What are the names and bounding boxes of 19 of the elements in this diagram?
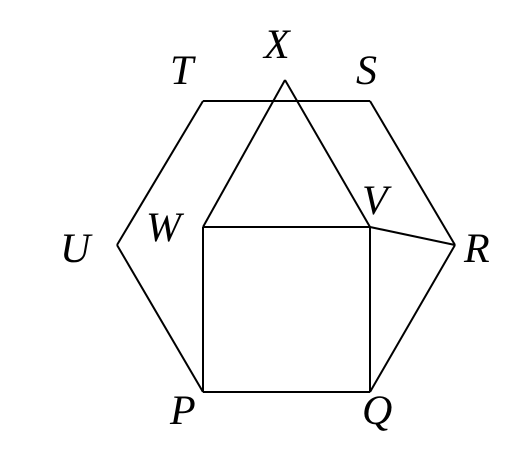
line-segment xyxy=(202,227,204,392)
line-segment xyxy=(203,100,370,102)
vertex-label: P xyxy=(170,390,196,432)
line-segment xyxy=(284,80,371,228)
line-segment xyxy=(202,80,286,228)
vertex-label: R xyxy=(464,228,490,270)
vertex-label: U xyxy=(60,228,90,270)
line-segment xyxy=(203,226,370,228)
vertex-label: S xyxy=(356,50,377,92)
line-segment xyxy=(370,226,456,246)
line-segment xyxy=(369,227,371,392)
line-segment xyxy=(116,244,204,392)
line-segment xyxy=(203,391,370,393)
line-segment xyxy=(116,100,204,246)
vertex-label: X xyxy=(264,24,290,66)
line-segment xyxy=(369,100,456,246)
line-segment xyxy=(369,244,456,392)
vertex-label: T xyxy=(170,50,194,92)
vertex-label: Q xyxy=(362,390,392,432)
